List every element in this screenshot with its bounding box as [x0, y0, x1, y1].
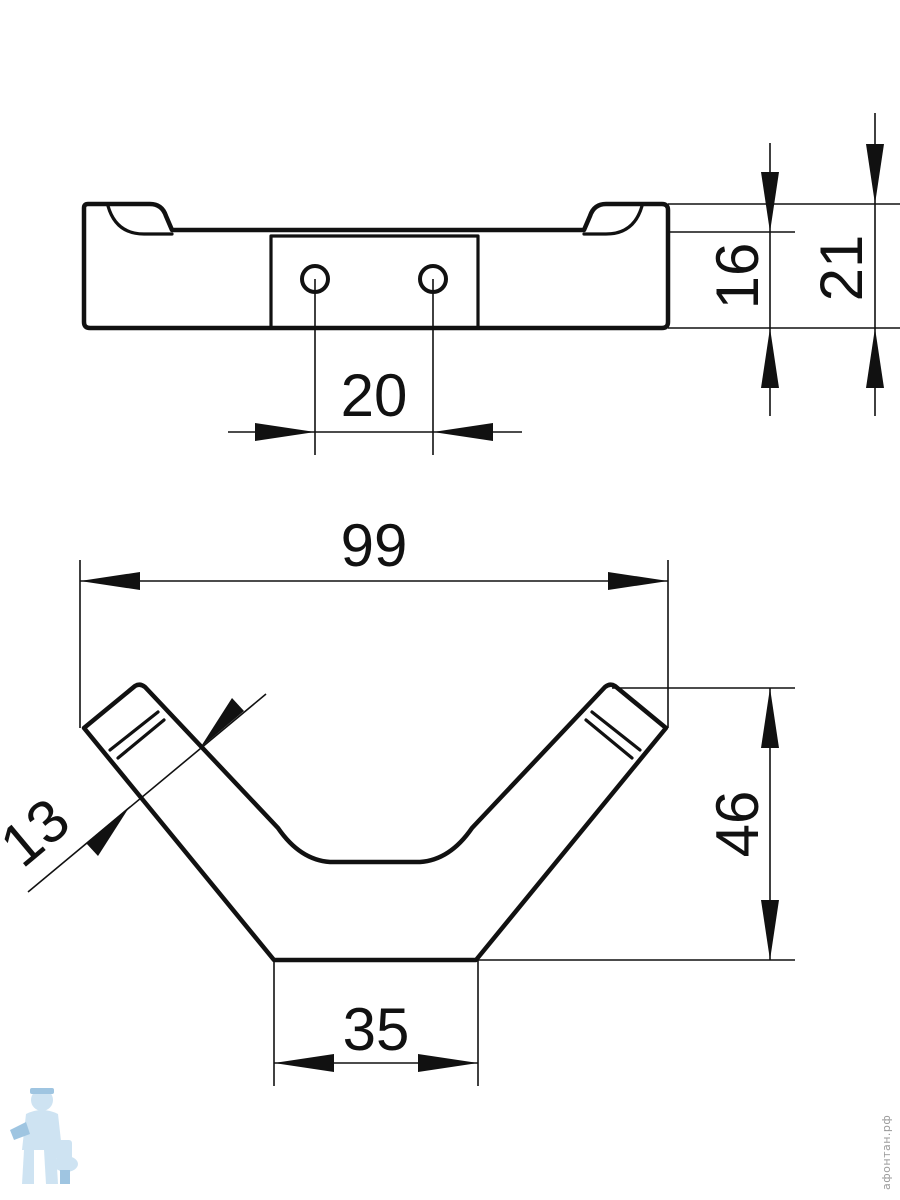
arrowhead	[200, 698, 244, 748]
dimension-depth: 46	[476, 687, 795, 961]
right-arm-end-cap-inner	[584, 718, 634, 760]
left-hook-tip-detail	[106, 204, 174, 236]
arrowhead	[761, 688, 779, 748]
dim-label-total-height: 21	[808, 235, 875, 302]
dim-label-arm-width: 13	[0, 785, 82, 879]
dimension-total-height: 21	[668, 113, 900, 416]
watermark-site-text: афонтан.рф	[880, 1115, 893, 1190]
arrowhead	[80, 572, 140, 590]
dim-label-hole-spacing: 20	[341, 362, 408, 429]
hook-body-top-outline	[81, 682, 669, 963]
left-arm-end-cap-inner	[116, 718, 166, 760]
plumber-mascot-icon	[10, 1088, 78, 1184]
arrowhead	[608, 572, 668, 590]
dim-label-total-width: 99	[341, 512, 408, 579]
arrowhead	[418, 1054, 478, 1072]
right-hook-tip-detail	[582, 204, 644, 236]
left-arm-end-cap	[108, 710, 160, 752]
arrowhead	[433, 423, 493, 441]
dim-label-body-height: 16	[704, 243, 771, 310]
dim-label-depth: 46	[704, 791, 771, 858]
front-view	[81, 201, 671, 331]
hook-body-front-outline	[81, 201, 671, 331]
arrowhead	[761, 328, 779, 388]
arrowhead	[274, 1054, 334, 1072]
dim-label-base-width: 35	[343, 996, 410, 1063]
top-view	[81, 682, 669, 963]
dimension-body-height: 16	[668, 143, 900, 416]
arrowhead	[86, 806, 130, 856]
arrowhead	[866, 144, 884, 204]
arrowhead	[255, 423, 315, 441]
dimension-base-width: 35	[273, 960, 479, 1086]
dimension-total-width: 99	[79, 512, 669, 728]
right-arm-end-cap	[590, 710, 642, 752]
arrowhead	[866, 328, 884, 388]
mounting-plate	[269, 234, 480, 330]
arrowhead	[761, 172, 779, 232]
arrowhead	[761, 900, 779, 960]
dimension-hole-spacing: 20	[228, 279, 522, 455]
